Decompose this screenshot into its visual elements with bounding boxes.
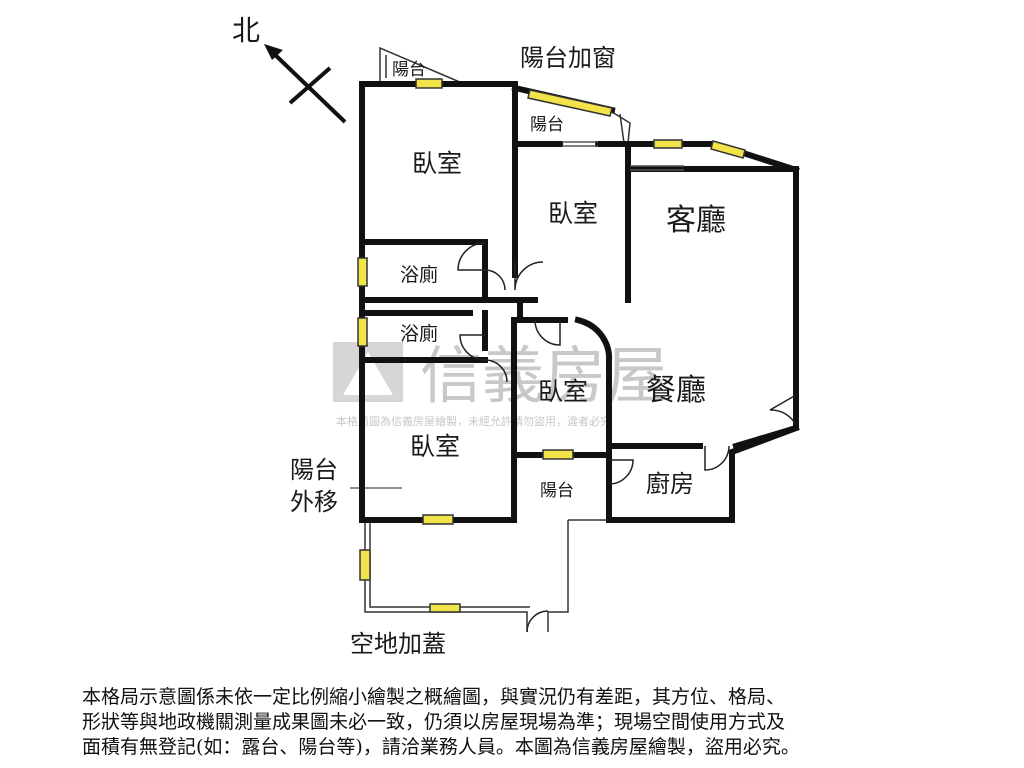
disclaimer: 本格局示意圖係未依一定比例縮小繪製之概繪圖，與實況仍有差距，其方位、格局、 形狀… (82, 685, 962, 760)
bedroom-bottom-left-label: 臥室 (410, 432, 460, 461)
living-room-label: 客廳 (666, 203, 726, 238)
door-swings (457, 242, 797, 633)
bathroom-1-label: 浴廁 (400, 263, 438, 286)
dining-room-label: 餐廳 (646, 373, 706, 408)
balcony-mid-label: 陽台 (530, 115, 564, 135)
watermark-notice: 本格局圖為信義房屋繪製，未經允許請勿盜用，違者必究 (336, 414, 611, 428)
room-labels: 陽台 陽台加窗 陽台 臥室 臥室 客廳 浴廁 浴廁 臥室 餐廳 臥室 陽台 外移… (290, 44, 726, 658)
balcony-moved-label-line2: 外移 (290, 488, 338, 516)
disclaimer-line-1: 本格局示意圖係未依一定比例縮小繪製之概繪圖，與實況仍有差距，其方位、格局、 (82, 686, 786, 708)
balcony-bottom-label: 陽台 (540, 481, 574, 501)
disclaimer-line-2: 形狀等與地政機關測量成果圖未必一致，仍須以房屋現場為準；現場空間使用方式及 (82, 711, 786, 733)
north-compass: 北 (232, 14, 347, 124)
watermark: 信義房屋 本格局圖為信義房屋繪製，未經允許請勿盜用，違者必究 (333, 339, 668, 428)
sliding-doors (562, 141, 684, 171)
bathroom-2-label: 浴廁 (400, 322, 438, 345)
watermark-brand: 信義房屋 (420, 339, 668, 412)
balcony-top-left-label: 陽台 (392, 60, 426, 80)
balcony-moved-label-line1: 陽台 (290, 456, 338, 484)
north-label: 北 (232, 14, 260, 47)
balcony-window-note: 陽台加窗 (520, 44, 616, 72)
bedroom-mid-label: 臥室 (548, 199, 598, 228)
disclaimer-line-3: 面積有無登記(如：露台、陽台等)，請洽業務人員。本圖為信義房屋繪製，盜用必究。 (82, 736, 800, 758)
bedroom-top-left-label: 臥室 (412, 149, 462, 178)
kitchen-label: 廚房 (646, 470, 694, 498)
windows (357, 78, 746, 613)
vacant-land-note: 空地加蓋 (350, 630, 446, 658)
floor-plan: 信義房屋 本格局圖為信義房屋繪製，未經允許請勿盜用，違者必究 北 (232, 14, 800, 658)
bedroom-small-label: 臥室 (538, 377, 588, 406)
